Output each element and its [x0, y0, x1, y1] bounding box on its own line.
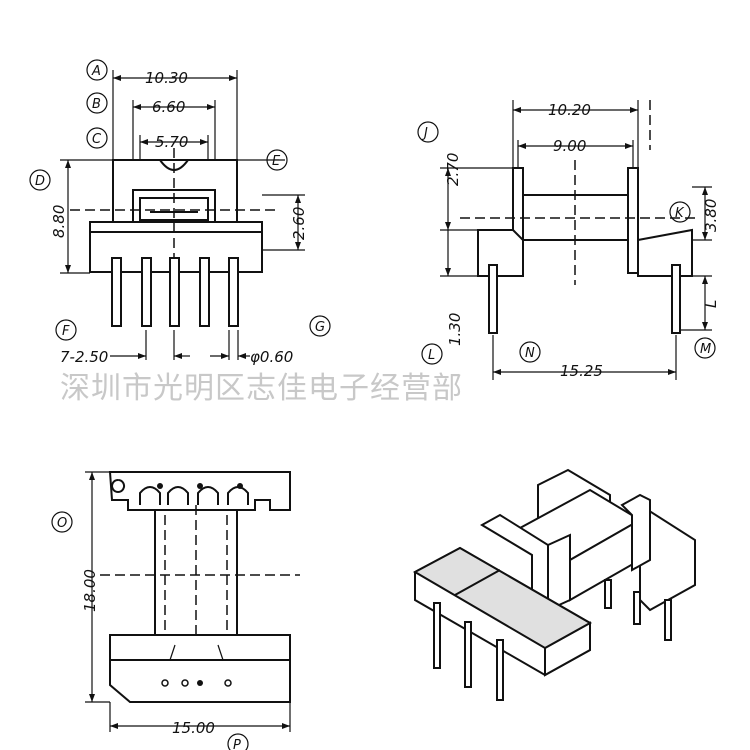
- top-view: 18.00 15.00 O P: [51, 471, 300, 750]
- watermark: 深圳市光明区志佳电子经营部: [60, 371, 463, 406]
- dim-height-d: 8.80: [50, 205, 68, 238]
- svg-text:E: E: [272, 154, 281, 169]
- svg-text:B: B: [92, 97, 101, 112]
- svg-text:N: N: [525, 346, 535, 361]
- dim-width-p: 15.00: [172, 719, 215, 737]
- label-j: J: [417, 121, 439, 143]
- dim-height-l: 1.30: [446, 313, 464, 346]
- dim-width-b: 6.60: [152, 98, 185, 116]
- label-d: D: [29, 169, 51, 191]
- svg-text:O: O: [57, 516, 67, 531]
- dim-pitch-f: 7-2.50: [60, 348, 108, 366]
- dim-length-n: 15.25: [560, 362, 603, 380]
- svg-text:K: K: [675, 206, 685, 221]
- isometric-view: [412, 468, 696, 701]
- label-g: G: [309, 315, 331, 337]
- dim-width-a: 10.30: [145, 69, 188, 87]
- svg-text:J: J: [421, 126, 428, 141]
- label-k: K: [669, 201, 691, 223]
- dim-pin-g: φ0.60: [250, 348, 293, 366]
- label-o: O: [51, 511, 73, 533]
- label-f: F: [55, 319, 77, 341]
- dim-pin-len: L: [702, 300, 720, 308]
- label-n: N: [519, 341, 541, 363]
- svg-text:C: C: [92, 132, 102, 147]
- label-a: A: [86, 59, 108, 81]
- label-c: C: [86, 127, 108, 149]
- dim-top-width: 10.20: [548, 101, 591, 119]
- svg-text:P: P: [233, 738, 241, 750]
- dim-height-e: 2.60: [290, 207, 308, 240]
- side-view: 10.20 9.00 2.70 3.80 1.30 L 15.25 J K L …: [417, 100, 720, 380]
- svg-text:L: L: [428, 348, 435, 363]
- label-e: E: [266, 149, 288, 171]
- label-p: P: [227, 733, 249, 750]
- dim-width-c: 5.70: [155, 133, 188, 151]
- dim-height-o: 18.00: [81, 569, 99, 612]
- svg-text:F: F: [62, 324, 70, 339]
- dim-inner-width: 9.00: [553, 137, 586, 155]
- label-m: M: [694, 337, 716, 359]
- dim-height-j: 2.70: [444, 153, 462, 186]
- label-l: L: [421, 343, 443, 365]
- svg-text:G: G: [315, 320, 325, 335]
- svg-text:A: A: [91, 64, 101, 79]
- svg-text:D: D: [35, 174, 45, 189]
- dim-height-k: 3.80: [702, 199, 720, 232]
- front-view: 10.30 6.60 5.70 8.80 2.60 7-2.50 φ0.60 A…: [29, 59, 331, 366]
- label-b: B: [86, 92, 108, 114]
- svg-text:M: M: [700, 342, 711, 357]
